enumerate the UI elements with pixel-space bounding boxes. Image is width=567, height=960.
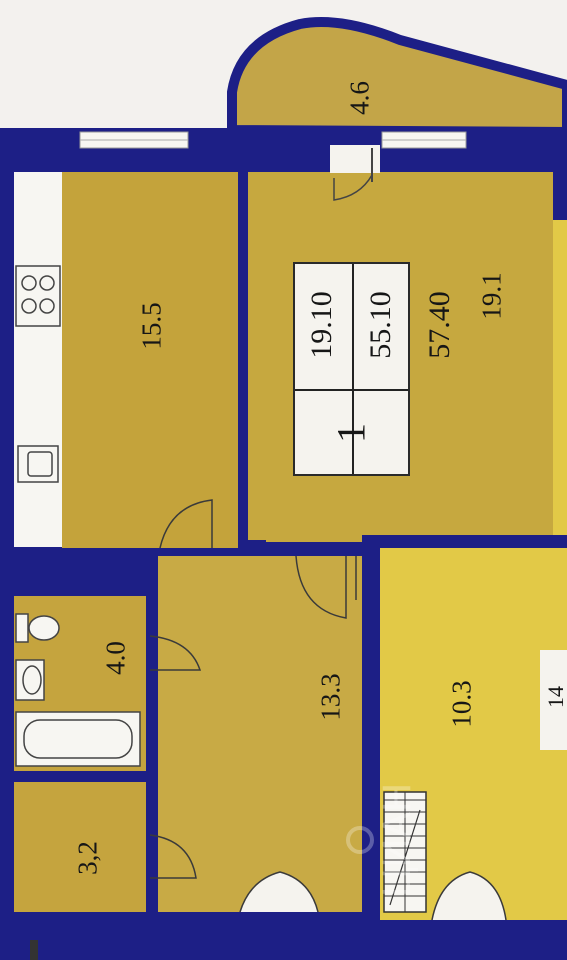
bathtub-icon — [15, 711, 141, 767]
usable-area-value: 55.10 — [364, 291, 397, 359]
cian-watermark: ЦИАН — [300, 770, 500, 910]
toilet-icon — [15, 613, 60, 643]
toilet-area-label: 3,2 — [72, 841, 103, 875]
svg-text:ЦИАН: ЦИАН — [375, 783, 419, 897]
stair-shaft-icon — [383, 791, 427, 913]
right-edge-label: 14 — [543, 686, 567, 708]
watermark-logo-icon: ЦИАН — [346, 783, 419, 897]
hallway-area-label: 13.3 — [315, 673, 346, 721]
rooms-count-value: 1 — [328, 423, 374, 443]
apartment-info-box — [293, 262, 410, 476]
toilet-area — [14, 782, 146, 912]
hallway-area — [150, 548, 362, 912]
stove-icon — [15, 265, 61, 327]
kitchen-sink-icon — [17, 445, 59, 483]
washbasin-icon — [15, 659, 45, 701]
kitchen-area-label: 15.5 — [136, 302, 167, 350]
bathroom-area-label: 4.0 — [100, 641, 131, 675]
neighbor-room-area-label: 10.3 — [446, 680, 477, 728]
balcony-area-label: 4.6 — [344, 81, 375, 115]
living-area-value: 19.10 — [305, 291, 338, 359]
total-area-value: 57.40 — [423, 291, 456, 359]
balcony — [227, 17, 567, 138]
living-room-area-label: 19.1 — [476, 272, 507, 320]
